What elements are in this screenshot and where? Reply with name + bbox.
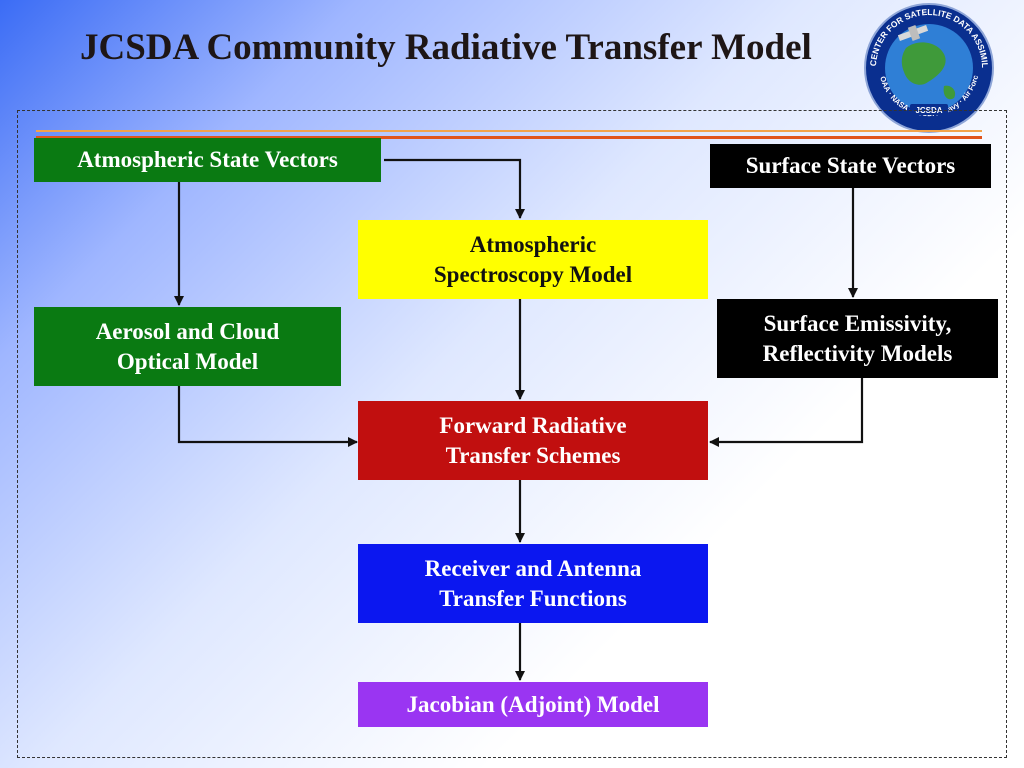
node-label: Jacobian (Adjoint) Model: [406, 691, 660, 717]
node-aerosol-cloud-optical-model: Aerosol and Cloud Optical Model: [34, 307, 341, 386]
node-surface-state-vectors: Surface State Vectors: [710, 144, 991, 188]
arrow-emissivity-to-forward: [709, 378, 864, 447]
node-atmospheric-spectroscopy-model: Atmospheric Spectroscopy Model: [358, 220, 708, 299]
page-title: JCSDA Community Radiative Transfer Model: [80, 27, 812, 68]
accent-rule-dark: [36, 136, 982, 139]
accent-rule-light: [36, 130, 982, 132]
arrow-atmstate-to-spectroscopy: [384, 158, 525, 219]
node-receiver-antenna-transfer-functions: Receiver and Antenna Transfer Functions: [358, 544, 708, 623]
node-label: Aerosol and Cloud Optical Model: [95, 318, 280, 374]
jcsda-logo: JOINT CENTER FOR SATELLITE DATA ASSIMILA…: [858, 2, 994, 133]
node-surface-emissivity-reflectivity-models: Surface Emissivity, Reflectivity Models: [717, 299, 998, 378]
node-label: Surface Emissivity, Reflectivity Models: [762, 310, 953, 366]
arrow-aerosol-to-forward: [177, 386, 358, 447]
node-atmospheric-state-vectors: Atmospheric State Vectors: [34, 138, 381, 182]
node-label: Receiver and Antenna Transfer Functions: [424, 555, 642, 611]
node-label: Forward Radiative Transfer Schemes: [439, 412, 627, 468]
node-jacobian-adjoint-model: Jacobian (Adjoint) Model: [358, 682, 708, 727]
node-label: Atmospheric Spectroscopy Model: [433, 231, 633, 287]
diagram-frame: [17, 110, 1007, 758]
node-forward-radiative-transfer-schemes: Forward Radiative Transfer Schemes: [358, 401, 708, 480]
node-label: Atmospheric State Vectors: [77, 147, 338, 173]
node-label: Surface State Vectors: [745, 153, 956, 179]
